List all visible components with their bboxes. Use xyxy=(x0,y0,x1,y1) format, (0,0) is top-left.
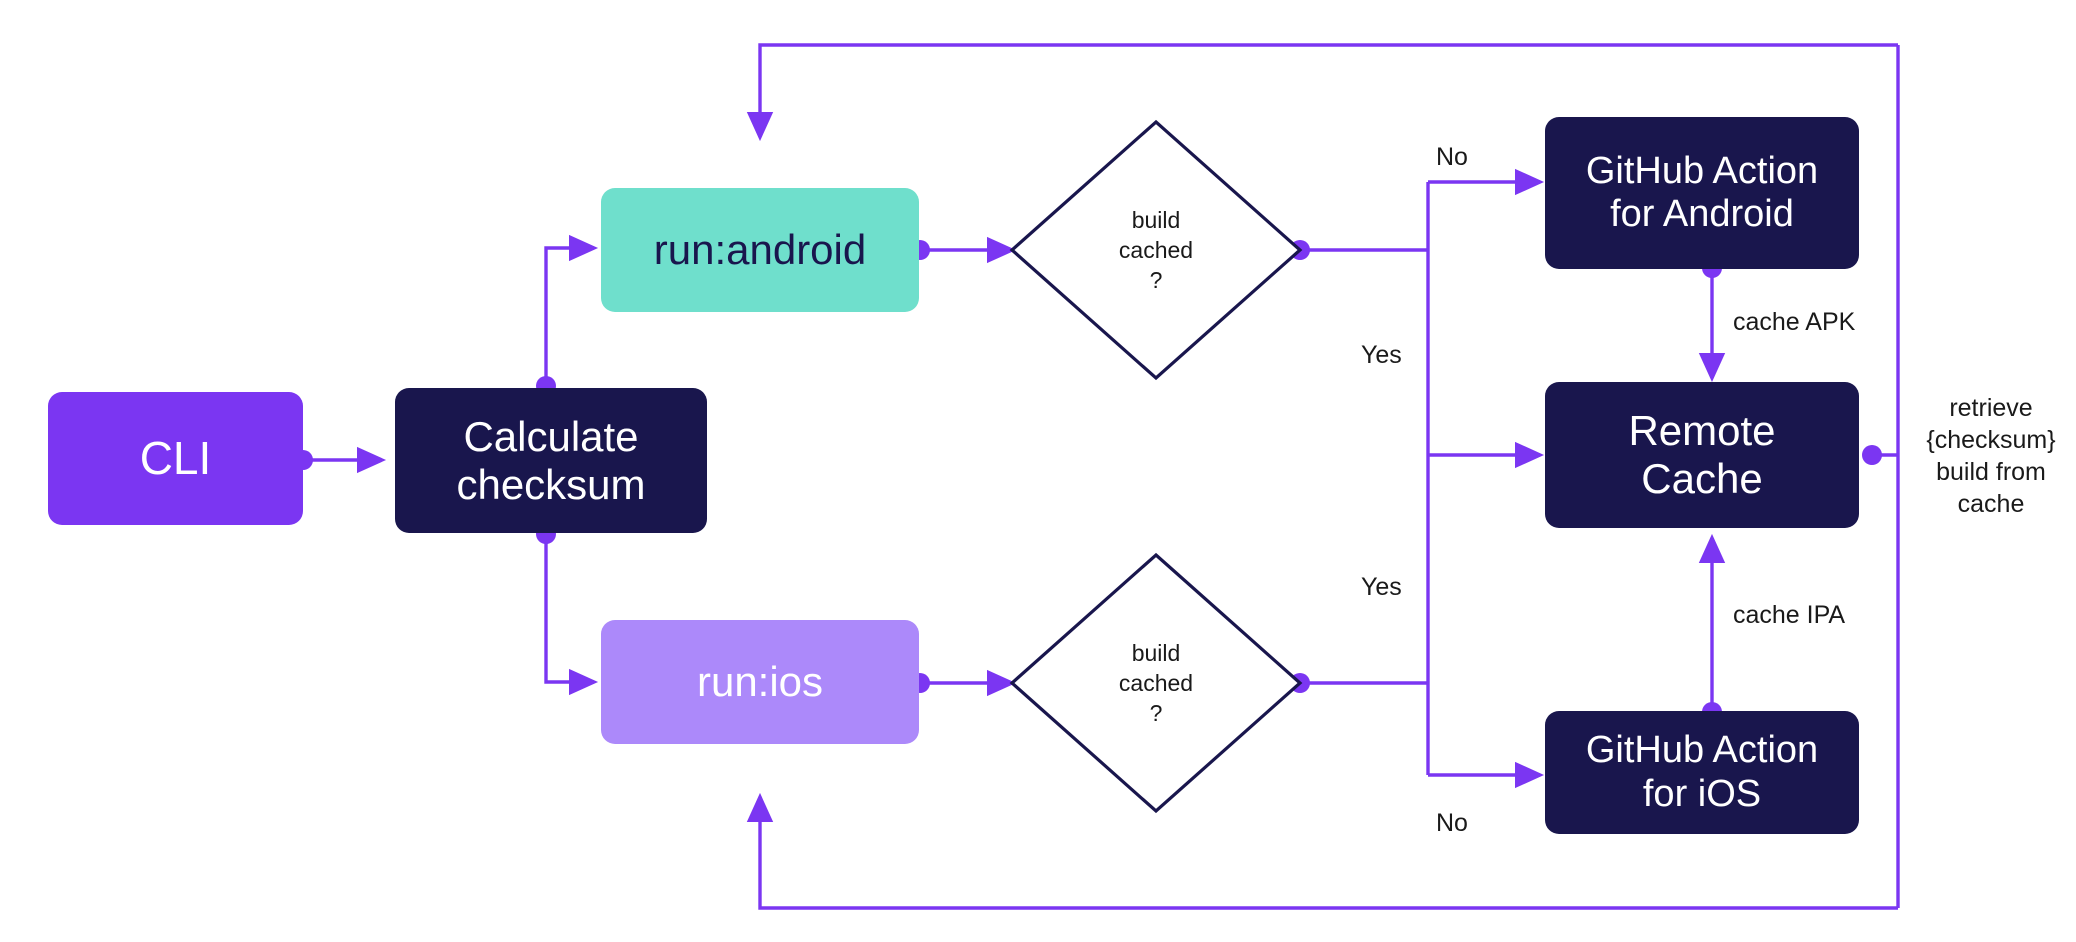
edge-label-ios-yes: Yes xyxy=(1361,573,1402,601)
edge-label-cache-ipa: cache IPA xyxy=(1733,601,1846,629)
decision-ios-label: build cached ? xyxy=(1118,640,1194,726)
node-github-action-android[interactable]: GitHub Action for Android xyxy=(1545,117,1859,269)
edge-label-android-no: No xyxy=(1436,143,1468,171)
note-retrieve-from-cache: retrieve {checksum} build from cache xyxy=(1926,394,2056,518)
decision-diamond-ios xyxy=(1009,552,1303,814)
edge-label-android-yes: Yes xyxy=(1361,341,1402,369)
edge-label-ios-no: No xyxy=(1436,809,1468,837)
node-run-android[interactable]: run:android xyxy=(601,188,919,312)
node-github-action-ios[interactable]: GitHub Action for iOS xyxy=(1545,711,1859,834)
node-cli[interactable]: CLI xyxy=(48,392,303,525)
decision-android-label: build cached ? xyxy=(1118,207,1194,293)
node-run-ios[interactable]: run:ios xyxy=(601,620,919,744)
edge-label-cache-apk: cache APK xyxy=(1733,308,1856,336)
node-calculate-checksum[interactable]: Calculate checksum xyxy=(395,388,707,533)
node-remote-cache[interactable]: Remote Cache xyxy=(1545,382,1859,528)
decision-diamond-android xyxy=(1009,119,1303,381)
